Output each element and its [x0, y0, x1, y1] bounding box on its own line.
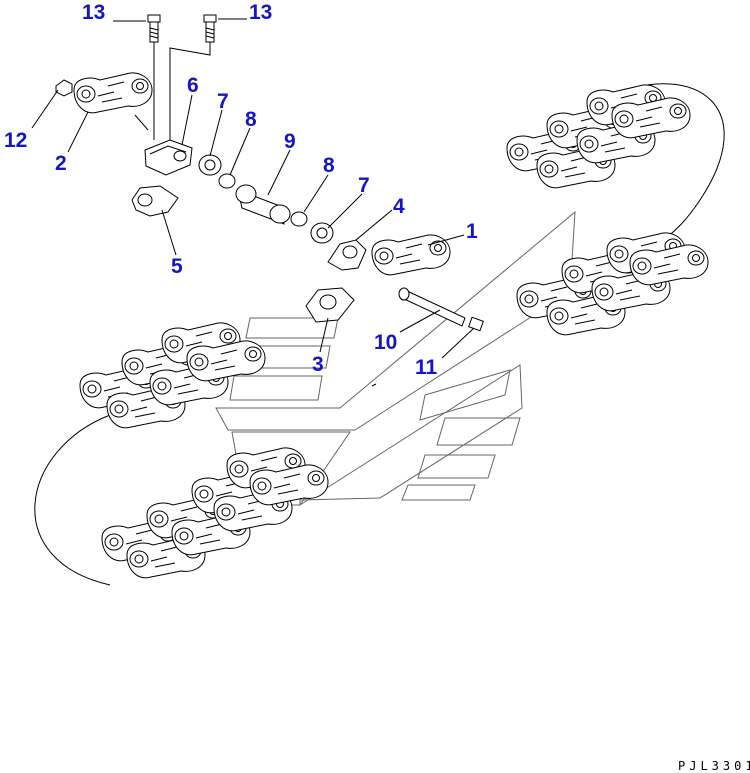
- seal-left: [198, 154, 222, 176]
- leader-11: [441, 327, 475, 359]
- track-loop-curve-left: [34, 414, 111, 586]
- link-cluster-middle-right: [516, 232, 709, 336]
- callout-10: 10: [374, 331, 397, 354]
- bushing: [235, 184, 291, 225]
- leader-7a: [209, 109, 223, 157]
- link-cluster-left: [79, 322, 266, 429]
- ring-right: [290, 211, 308, 227]
- callout-6: 6: [187, 74, 199, 97]
- callout-13-left: 13: [82, 1, 105, 24]
- callout-3: 3: [312, 353, 324, 376]
- leader-1: [427, 234, 465, 246]
- callout-7-lower: 7: [358, 174, 370, 197]
- leader-3: [319, 317, 329, 353]
- callout-11: 11: [415, 356, 438, 379]
- exploded-parts: [55, 14, 484, 387]
- drawing-code: PJL3301: [678, 759, 750, 773]
- callout-labels: 13 13 12 2 6 7 8 9 5 8 7 4 1 10 11 3: [4, 1, 478, 379]
- leader-12: [31, 89, 59, 129]
- ring-left: [218, 173, 236, 189]
- callout-2: 2: [55, 152, 67, 175]
- callout-1: 1: [466, 220, 478, 243]
- leader-4: [355, 209, 393, 241]
- track-chain-loop: [34, 83, 725, 586]
- part-link-2: [73, 72, 153, 114]
- callout-8-lower: 8: [323, 154, 335, 177]
- leader-10: [399, 309, 441, 333]
- leader-5: [161, 209, 177, 256]
- bolt-right: [203, 14, 217, 43]
- leader-8b: [303, 174, 329, 213]
- callout-8-upper: 8: [245, 108, 257, 131]
- seal-right: [310, 222, 334, 244]
- callout-12: 12: [4, 129, 27, 152]
- callout-4: 4: [393, 195, 405, 218]
- bracket: [131, 185, 179, 217]
- part-link-3: [305, 287, 355, 323]
- leader-6: [181, 94, 193, 146]
- callout-9: 9: [284, 130, 296, 153]
- leader-2: [67, 111, 89, 153]
- part-link-4: [327, 239, 367, 271]
- spacer: [468, 316, 484, 332]
- link-cluster-lower: [101, 447, 329, 579]
- shoe-plate: [144, 139, 193, 176]
- leader-9: [267, 149, 291, 196]
- part-link-1: [371, 234, 451, 276]
- track-loop-curve-right: [609, 83, 725, 249]
- leader-lines: [31, 18, 475, 359]
- link-cluster-upper-right: [506, 84, 691, 189]
- pin: [398, 287, 466, 327]
- leader-7b: [327, 193, 363, 229]
- callout-13-right: 13: [249, 1, 272, 24]
- leader-8a: [229, 127, 251, 176]
- callout-5: 5: [171, 255, 183, 278]
- nut: [55, 79, 73, 97]
- bolt-left: [147, 14, 161, 43]
- callout-7-upper: 7: [217, 90, 229, 113]
